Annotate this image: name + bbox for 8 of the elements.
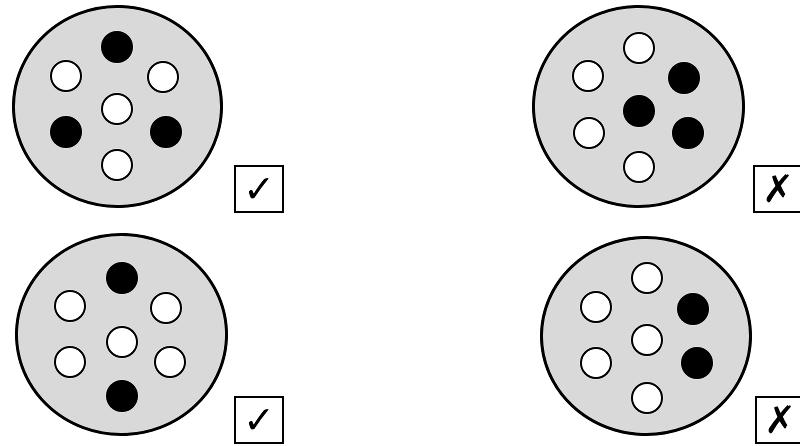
checkbox: ✗ (753, 165, 800, 213)
checkbox: ✓ (234, 165, 284, 213)
disc (540, 236, 752, 436)
disc (15, 233, 228, 436)
checkbox: ✓ (234, 396, 284, 444)
disc (532, 5, 745, 208)
checkbox: ✗ (755, 396, 800, 444)
disc (12, 5, 223, 208)
